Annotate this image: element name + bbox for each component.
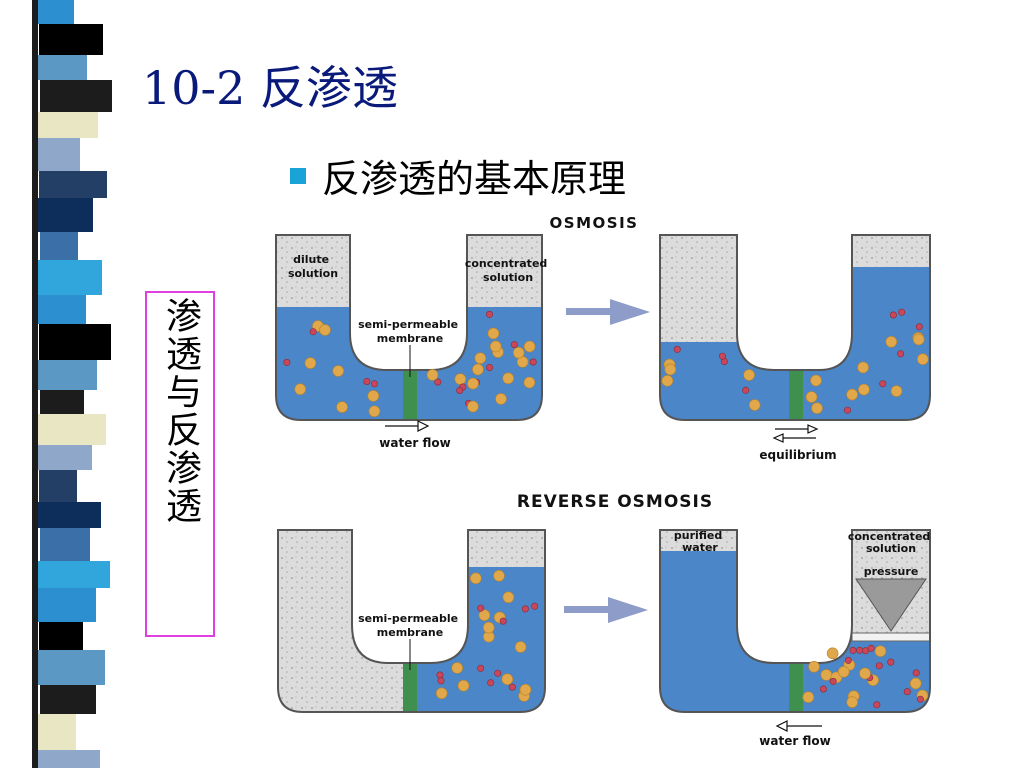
bullet-square-icon <box>290 167 306 184</box>
water-flow-arrow-right <box>385 420 430 432</box>
pressure-piston-icon <box>855 578 927 632</box>
membrane-label: semi-permeable membrane <box>358 612 462 639</box>
bullet-text: 反渗透的基本原理 <box>322 157 627 201</box>
pressure-label: pressure <box>864 565 919 578</box>
decorative-striped-sidebar <box>32 0 112 768</box>
osmosis-diagram: OSMOSIS dilute solution concentrated sol… <box>275 214 934 748</box>
semi-permeable-membrane <box>789 663 803 712</box>
water-flow-arrow-left <box>775 720 822 732</box>
dilute-solution-label: dilute solution <box>288 253 338 280</box>
concentrated-solution-label: concentrated solution <box>848 530 934 555</box>
bullet-point: 反渗透的基本原理 <box>290 148 626 203</box>
solute-particles <box>802 644 929 709</box>
membrane-label: semi-permeable membrane <box>358 318 462 345</box>
solute-particles <box>661 308 929 414</box>
water-flow-label: water flow <box>379 436 450 450</box>
slide-title: 10-2 反渗透 <box>142 61 398 115</box>
reverse-osmosis-tube-after <box>659 529 931 713</box>
equilibrium-arrows-icon <box>772 424 819 443</box>
osmosis-heading: OSMOSIS <box>550 214 639 232</box>
osmosis-tube-equilibrium <box>659 234 931 421</box>
water-flow-label: water flow <box>759 734 830 748</box>
semi-permeable-membrane <box>789 370 803 420</box>
semi-permeable-membrane <box>403 663 417 712</box>
semi-permeable-membrane <box>403 370 417 420</box>
side-label-box: 渗透与反渗透 <box>145 291 215 637</box>
purified-water-label: purified water <box>674 529 726 554</box>
solute-particles <box>435 569 539 702</box>
solute-particles <box>283 310 537 418</box>
reverse-osmosis-heading: REVERSE OSMOSIS <box>517 492 713 512</box>
equilibrium-label: equilibrium <box>759 448 836 462</box>
process-arrow-icon <box>564 597 648 623</box>
process-arrow-icon <box>566 299 650 325</box>
side-label-text: 渗透与反渗透 <box>160 297 201 525</box>
concentrated-solution-label: concentrated solution <box>465 257 551 284</box>
